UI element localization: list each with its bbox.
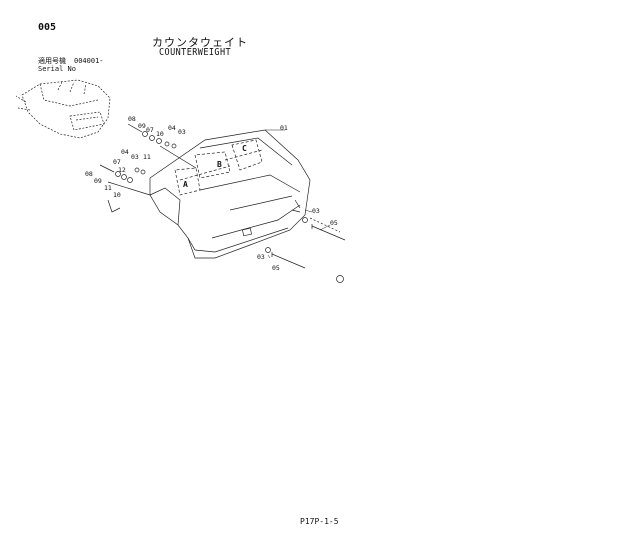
callout-07-upper: 07 (146, 126, 154, 134)
callout-08-left: 08 (85, 170, 93, 178)
title-japanese: カウンタウェイト (152, 36, 248, 49)
view-label-b: B (217, 160, 222, 169)
callout-11-left: 11 (143, 153, 151, 161)
callout-01: 01 (280, 124, 288, 132)
view-label-a: A (183, 180, 188, 189)
callout-03-lower: 03 (257, 253, 265, 261)
view-label-c: C (242, 144, 247, 153)
machine-thumbnail (15, 79, 111, 139)
callout-09-left: 09 (94, 177, 102, 185)
serial-label-japanese: 適用号機 (38, 57, 66, 65)
counterweight-body (149, 129, 311, 259)
callout-10-left: 10 (113, 191, 121, 199)
callout-08-upper: 08 (128, 115, 136, 123)
reference-circle-mark (336, 275, 344, 283)
footer-page-reference: P17P-1-5 (300, 517, 339, 526)
callout-05-right: 05 (330, 219, 338, 227)
serial-number-value: 004001- (74, 57, 104, 65)
callout-07-left: 07 (113, 158, 121, 166)
title-english: COUNTERWEIGHT (159, 47, 232, 58)
bolt-right-upper (302, 217, 346, 241)
fasteners-upper (127, 123, 197, 169)
callout-09-upper: 09 (138, 122, 146, 130)
serial-label-english: Serial No (38, 65, 76, 73)
bolt-right-lower (265, 247, 306, 269)
callout-04-left: 04 (121, 148, 129, 156)
callout-03-upper: 03 (178, 128, 186, 136)
callout-05-lower: 05 (272, 264, 280, 272)
callout-11-lower: 11 (104, 184, 112, 192)
fasteners-left (99, 164, 151, 213)
callout-03-right: 03 (312, 207, 320, 215)
view-boxes (174, 139, 263, 196)
callout-03-left: 03 (131, 153, 139, 161)
page-code: 005 (38, 22, 57, 33)
callout-12-left: 12 (118, 166, 126, 174)
callout-10-upper: 10 (156, 130, 164, 138)
callout-04-upper: 04 (168, 124, 176, 132)
